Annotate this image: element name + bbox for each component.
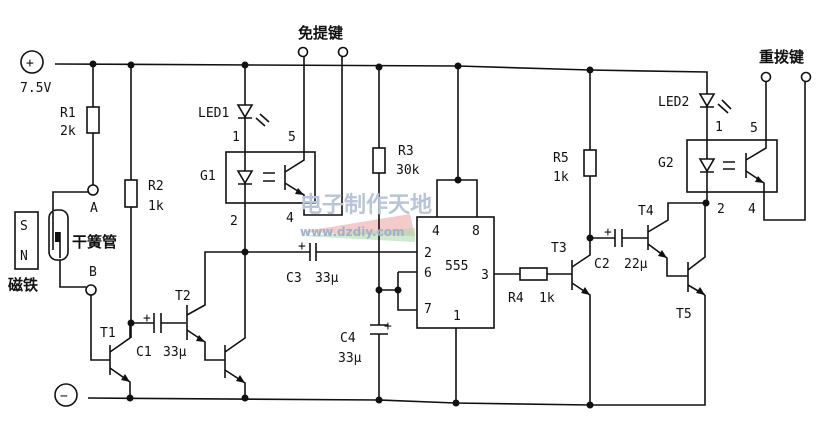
g2-pin1: 1: [715, 120, 723, 135]
c3-plus: +: [298, 239, 306, 254]
r4-label: R4: [508, 291, 524, 306]
ic555-pin2: 2: [424, 246, 432, 261]
minus-terminal: [54, 383, 78, 407]
g1-label: G1: [200, 169, 216, 184]
terminal-b-label: B: [89, 265, 97, 280]
handsfree-key-terminal-1[interactable]: [297, 46, 309, 58]
magnet-s: S: [20, 219, 28, 234]
c3-capacitor: [245, 243, 420, 261]
ic555-pin3: 3: [481, 268, 489, 283]
g1-pin1: 1: [232, 130, 240, 145]
minus-symbol: −: [60, 389, 68, 404]
r2-resistor: [124, 179, 138, 208]
r1-value: 2k: [60, 124, 76, 139]
supply-voltage: 7.5V: [20, 81, 51, 96]
led1-diode: [236, 104, 254, 119]
r3-value: 30k: [396, 163, 420, 178]
led2-label: LED2: [658, 95, 689, 110]
ground-rail: [87, 295, 706, 406]
r2-value: 1k: [148, 199, 164, 214]
ic555-label: 555: [445, 259, 468, 274]
t4-t5-transistors: [647, 202, 707, 296]
watermark: 电子制作天地 www.dzdiy.com: [300, 193, 432, 239]
handsfree-key-terminal-2[interactable]: [337, 46, 349, 58]
g1-pin5: 5: [288, 130, 296, 145]
ic555-pin7: 7: [424, 302, 432, 317]
terminal-b: [85, 284, 97, 296]
r5-resistor: [583, 149, 597, 177]
r4-t3-wire: [494, 238, 591, 405]
ic555-pin8: 8: [472, 224, 480, 239]
reed-wire: [52, 191, 88, 288]
r3-label: R3: [398, 144, 414, 159]
t4-label: T4: [638, 204, 654, 219]
g2-pin5: 5: [750, 121, 758, 136]
g2-led: [698, 158, 716, 173]
led1-light: [238, 113, 270, 127]
plus-terminal: [20, 50, 44, 74]
r3-resistor: [372, 147, 386, 174]
c4-label: C4: [340, 331, 356, 346]
c2-plus: +: [604, 225, 612, 240]
c1-capacitor: [131, 313, 186, 333]
c2-capacitor: [590, 229, 648, 247]
led2-light: [700, 99, 732, 114]
g1-pin4: 4: [286, 211, 294, 226]
plus-symbol: +: [26, 56, 34, 71]
led2-diode: [698, 93, 716, 108]
magnet: [14, 211, 39, 270]
g1-led: [236, 170, 254, 185]
redial-key-label: 重拨键: [759, 48, 804, 66]
watermark-bands: [300, 214, 415, 242]
r1-label: R1: [60, 106, 76, 121]
redial-key-terminal-1[interactable]: [760, 71, 772, 83]
c1-value: 33μ: [163, 345, 187, 360]
redial-key-terminal-2[interactable]: [800, 71, 812, 83]
t2-label: T2: [175, 289, 191, 304]
t2-transistor: [186, 251, 246, 398]
ic555-pin1: 1: [453, 309, 461, 324]
r4-resistor: [519, 267, 548, 281]
r1-resistor: [86, 106, 100, 134]
reed-switch-label: 干簧管: [72, 233, 117, 251]
g1-pin2: 2: [230, 214, 238, 229]
t1-transistor: [90, 295, 131, 398]
c2-value: 22μ: [624, 257, 648, 272]
magnet-n: N: [20, 249, 28, 264]
g2-pin2: 2: [717, 202, 725, 217]
r4-value: 1k: [539, 291, 555, 306]
r5-label: R5: [553, 151, 569, 166]
handsfree-key-label: 免提键: [298, 24, 343, 42]
led1-label: LED1: [198, 106, 229, 121]
t1-label: T1: [100, 326, 116, 341]
r3-c4-wire: [370, 67, 420, 400]
t3-label: T3: [551, 241, 567, 256]
c1-label: C1: [136, 345, 152, 360]
c3-label: C3: [286, 271, 302, 286]
magnet-label: 磁铁: [8, 276, 38, 294]
g2-pin4: 4: [748, 202, 756, 217]
g1-phototransistor: [238, 55, 343, 216]
ic555: [416, 216, 495, 329]
c4-plus: +: [384, 319, 392, 334]
ic555-pin4: 4: [432, 224, 440, 239]
watermark-url: www.dzdiy.com: [300, 225, 404, 239]
g2-label: G2: [658, 156, 674, 171]
c3-value: 33μ: [315, 271, 339, 286]
ic555-pin6: 6: [424, 266, 432, 281]
g2-optocoupler: [686, 139, 778, 193]
c4-value: 33μ: [338, 351, 362, 366]
c1-plus: +: [143, 311, 151, 326]
terminal-a: [87, 184, 99, 196]
r5-value: 1k: [553, 170, 569, 185]
watermark-cn: 电子制作天地: [300, 193, 432, 218]
terminal-a-label: A: [90, 201, 98, 216]
t5-label: T5: [676, 307, 692, 322]
g2-phototransistor: [700, 80, 806, 221]
c2-label: C2: [594, 257, 610, 272]
r2-label: R2: [148, 179, 164, 194]
